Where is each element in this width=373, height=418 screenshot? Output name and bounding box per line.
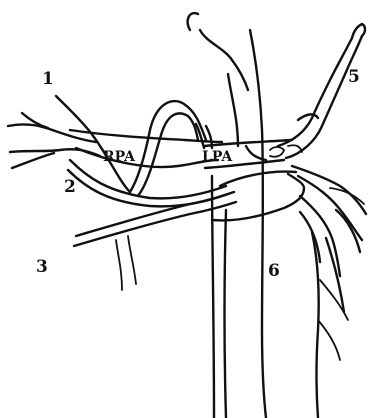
label-3: 3 <box>36 257 48 277</box>
label-1: 1 <box>42 69 54 89</box>
lpa-label: LPA <box>202 149 233 165</box>
label-5: 5 <box>348 67 360 87</box>
label-6: 6 <box>268 261 280 281</box>
left-lung-branches <box>270 145 366 418</box>
right-bronchus <box>8 113 100 168</box>
label-2: 2 <box>64 177 76 197</box>
top-curve <box>188 13 248 90</box>
rpa-label: RPA <box>103 149 136 165</box>
left-upper-vessel <box>278 24 365 158</box>
descending-vessel <box>212 30 266 418</box>
